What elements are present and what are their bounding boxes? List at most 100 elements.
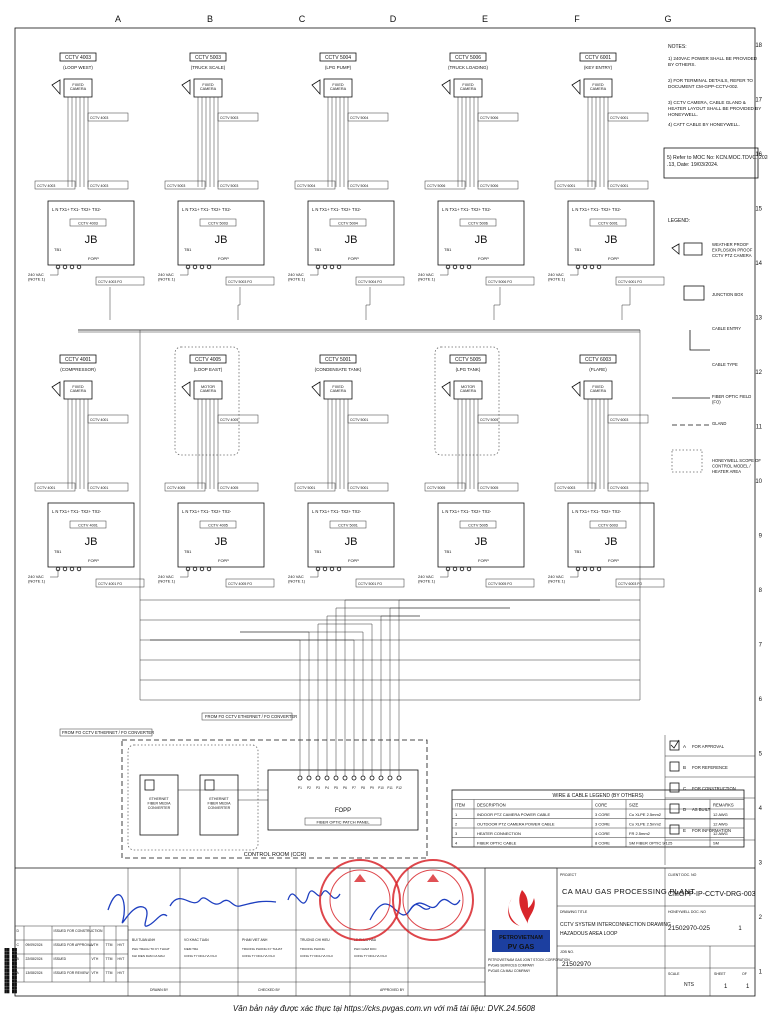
- signer-company: CONG TY DICH VU KHI: [300, 954, 333, 958]
- camera-label: MOTOR: [201, 385, 215, 389]
- jb-label: JB: [475, 234, 488, 246]
- control-room: CONTROL ROOM (CCR)FROM FO CCTV ETHERNET …: [59, 712, 428, 859]
- jb-terminal: [459, 264, 465, 270]
- qr-module: [7, 951, 10, 955]
- power-feed: [440, 267, 449, 276]
- fopp-port-label: P10: [378, 786, 384, 790]
- cable-legend-cell: SM FIBER OPTIC 9/125: [629, 841, 673, 846]
- jb-terminals: L N TX1+ TX1- TX2+ TX2-: [52, 509, 102, 514]
- power-note: 240 VAC: [28, 272, 44, 277]
- qr-module: [14, 969, 17, 973]
- jb-fopp: FOPP: [218, 256, 229, 261]
- camera-label: FIXED: [332, 83, 343, 87]
- cable-tag-right: CCTV 4001: [90, 486, 108, 490]
- jb-terminal: [192, 264, 198, 270]
- jb-label: JB: [345, 536, 358, 548]
- signer-role: PHU TRACH TO KY THUAT: [132, 947, 170, 951]
- rev-cell: HVT: [118, 957, 125, 961]
- fopp-tag: FOPP: [335, 808, 351, 814]
- camera-tag-box: [449, 354, 487, 364]
- qr-module: [12, 962, 15, 966]
- cable-legend-cell: HEATER CONNECTION: [477, 831, 521, 836]
- jb-terminals: L N TX1+ TX1- TX2+ TX2-: [442, 509, 492, 514]
- jb-terminals: L N TX1+ TX1- TX2+ TX2-: [312, 509, 362, 514]
- jb-label: JB: [85, 234, 98, 246]
- power-note: (NOTE 1): [418, 277, 436, 282]
- qr-module: [14, 983, 17, 987]
- media-converter: [199, 774, 239, 836]
- jb-terminal: [76, 566, 82, 572]
- tb-drawing-title: CCTV SYSTEM INTERCONNECTION DRAWING: [560, 922, 671, 928]
- ccr-boundary: [121, 739, 428, 859]
- cable-tag-box-left: [34, 482, 76, 492]
- legend-jb-box: [683, 285, 705, 301]
- pvgas-logo-plate: [492, 930, 550, 952]
- converter-scope-cloud: [127, 744, 259, 851]
- cable-legend-header: CORE: [595, 803, 607, 808]
- grid-row-label: 4: [759, 806, 763, 812]
- issue-label: FOR REFERENCE: [692, 765, 728, 770]
- junction-box: [567, 200, 655, 266]
- camera-body: [453, 380, 483, 400]
- qr-module: [12, 979, 15, 983]
- jb-fopp: FOPP: [478, 558, 489, 563]
- sheet-border: [14, 27, 756, 997]
- camera-lens-icon: [51, 79, 61, 96]
- power-note: (NOTE 1): [158, 277, 176, 282]
- legend-item: FIBER OPTIC FIELD: [712, 394, 751, 399]
- qr-module: [7, 990, 10, 994]
- company-seal-star: [354, 874, 366, 882]
- jb-terminal: [596, 264, 602, 270]
- cable-tag-box-right: [607, 180, 649, 190]
- camera-area: (LPG TANK): [456, 367, 481, 372]
- camera-label: CAMERA: [200, 389, 217, 393]
- power-note: 240 VAC: [158, 272, 174, 277]
- camera-area: (KEY ENTRY): [584, 65, 613, 70]
- trunk-top: [493, 287, 501, 320]
- junction-box: [177, 502, 265, 568]
- issue-mark: D: [683, 807, 687, 812]
- grid-row-label: 6: [759, 697, 763, 703]
- jb-tag: CCTV 4003: [78, 222, 98, 226]
- legend-camera-box: [683, 242, 703, 256]
- fopp-box: [267, 769, 419, 831]
- qr-module: [12, 958, 15, 962]
- jb-terminal-block: TB1: [444, 549, 452, 554]
- ccr-label: CONTROL ROOM (CCR): [244, 852, 307, 858]
- cable-tag-box: [217, 414, 259, 424]
- qr-module: [12, 972, 15, 976]
- jb-fopp: FOPP: [348, 256, 359, 261]
- camera-area: (TRUCK LOADING): [448, 65, 489, 70]
- motor-camera-cloud: [434, 346, 500, 456]
- cable-tag-left: CCTV 5004: [297, 184, 315, 188]
- cable-tag-right: CCTV 4005: [220, 486, 238, 490]
- jb-tag-box: [69, 218, 107, 227]
- jb-tag-box: [199, 218, 237, 227]
- fo-cable-tag-box: [95, 578, 145, 588]
- camera-tag: CCTV 6003: [585, 357, 611, 363]
- tb-of: 1: [746, 984, 750, 990]
- media-converter-label: ETHERNET: [149, 797, 169, 801]
- cable-tag: CCTV 4003: [90, 116, 108, 120]
- pvgas-flame-icon: [508, 898, 520, 926]
- company-seal-outer: [319, 859, 401, 941]
- qr-module: [7, 983, 10, 987]
- note-item: HEATER LAYOUT SHALL BE PROVIDED BY: [668, 106, 761, 111]
- junction-box: [47, 200, 135, 266]
- cable-tag-box-left: [424, 180, 466, 190]
- camera-body: [323, 380, 353, 400]
- camera-label: CAMERA: [330, 389, 347, 393]
- qr-module: [4, 969, 7, 973]
- legend-cable-entry: [689, 330, 710, 351]
- camera-label: CAMERA: [200, 87, 217, 91]
- cable-tag: CCTV 5001: [350, 418, 368, 422]
- fo-cable-tag: CCTV 4001 FO: [98, 582, 122, 586]
- jb-terminal-block: TB1: [314, 549, 322, 554]
- tb-drawing-title-2: HAZADOUS AREA LOOP: [560, 931, 618, 937]
- rev-cell: TTM: [106, 943, 113, 947]
- handwritten-signature: [287, 890, 341, 904]
- note-5-text: 5) Refer to MOC No: KCN.MOC.TDVC. 2024.1…: [667, 155, 768, 168]
